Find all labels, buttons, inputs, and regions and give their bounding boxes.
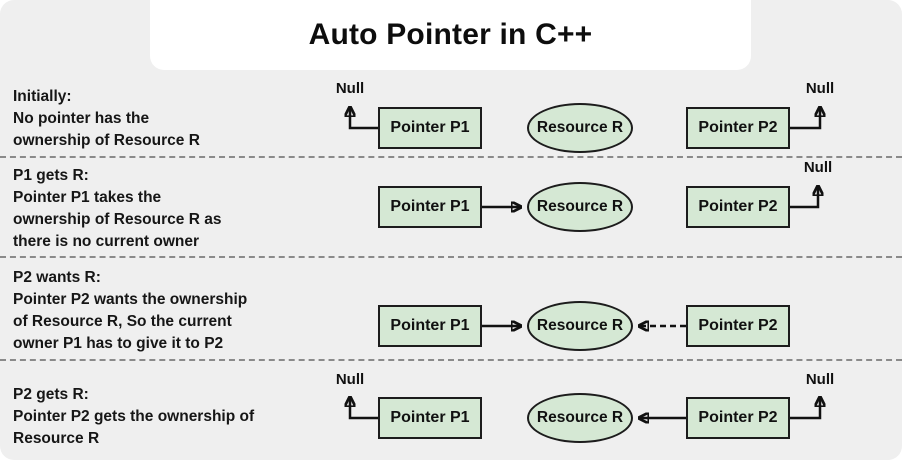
- step-2-line-3: there is no current owner: [13, 233, 200, 250]
- step-4-line-2: Resource R: [13, 430, 100, 447]
- pointer-p2-box-step2: Pointer P2: [686, 186, 790, 228]
- pointer-p1-box-step4: Pointer P1: [378, 397, 482, 439]
- step-1-line-1: No pointer has the: [13, 110, 150, 127]
- separator-3: [0, 359, 902, 361]
- p2-null-arrow-step4: [790, 398, 820, 420]
- pointer-p2-box-step4: Pointer P2: [686, 397, 790, 439]
- step-3-line-2: of Resource R, So the current: [13, 313, 232, 330]
- step-2-line-2: ownership of Resource R as: [13, 211, 222, 228]
- resource-r-oval-step1: Resource R: [527, 103, 633, 153]
- null-label-step4-right: Null: [805, 371, 835, 388]
- p1-null-arrow-step1: [350, 108, 378, 130]
- step-3-line-1: Pointer P2 wants the ownership: [13, 291, 248, 308]
- null-label-step1-left: Null: [335, 80, 365, 97]
- page-title: Auto Pointer in C++: [308, 18, 593, 51]
- separator-2: [0, 256, 902, 258]
- title-card: Auto Pointer in C++: [150, 0, 751, 70]
- step-2-description: P1 gets R: Pointer P1 takes the ownershi…: [13, 165, 221, 253]
- null-label-step2-right: Null: [803, 159, 833, 176]
- step-4-heading: P2 gets R:: [13, 386, 89, 403]
- step-4-line-1: Pointer P2 gets the ownership of: [13, 408, 255, 425]
- pointer-p1-box-step2: Pointer P1: [378, 186, 482, 228]
- step-3-heading: P2 wants R:: [13, 269, 101, 286]
- p1-null-arrow-step4: [350, 398, 378, 420]
- step-2-heading: P1 gets R:: [13, 167, 89, 184]
- pointer-p1-box-step3: Pointer P1: [378, 305, 482, 347]
- step-2-line-1: Pointer P1 takes the: [13, 189, 162, 206]
- p2-null-arrow-step1: [790, 108, 820, 130]
- pointer-p2-box-step3: Pointer P2: [686, 305, 790, 347]
- resource-r-oval-step2: Resource R: [527, 182, 633, 232]
- step-1-description: Initially: No pointer has the ownership …: [13, 86, 200, 152]
- step-4-description: P2 gets R: Pointer P2 gets the ownership…: [13, 384, 254, 450]
- step-1-line-2: ownership of Resource R: [13, 132, 200, 149]
- step-3-line-3: owner P1 has to give it to P2: [13, 335, 224, 352]
- step-1-heading: Initially:: [13, 88, 72, 105]
- null-label-step1-right: Null: [805, 80, 835, 97]
- resource-r-oval-step4: Resource R: [527, 393, 633, 443]
- resource-r-oval-step3: Resource R: [527, 301, 633, 351]
- p2-null-arrow-step2: [790, 187, 818, 209]
- pointer-p2-box-step1: Pointer P2: [686, 107, 790, 149]
- separator-1: [0, 156, 902, 158]
- pointer-p1-box-step1: Pointer P1: [378, 107, 482, 149]
- null-label-step4-left: Null: [335, 371, 365, 388]
- step-3-description: P2 wants R: Pointer P2 wants the ownersh…: [13, 267, 247, 355]
